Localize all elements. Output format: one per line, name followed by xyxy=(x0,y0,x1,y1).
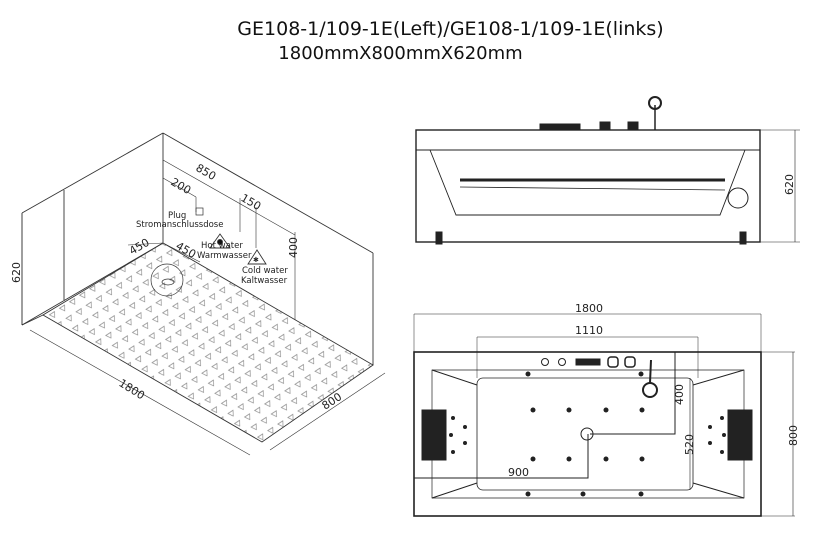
top-dim-900: 900 xyxy=(508,466,529,479)
plug-label: Plug xyxy=(168,211,186,221)
side-height-label: 620 xyxy=(783,174,796,195)
headrest-right xyxy=(727,409,753,461)
cold-water-label: Cold water xyxy=(242,266,288,276)
top-dim-520: 520 xyxy=(683,434,696,455)
top-width-label: 800 xyxy=(787,425,800,446)
top-view xyxy=(413,313,795,517)
side-view xyxy=(415,96,800,245)
iso-dim-400: 400 xyxy=(287,237,300,258)
headrest-left xyxy=(421,409,447,461)
top-length-label: 1800 xyxy=(575,302,603,315)
floor-area xyxy=(42,242,374,443)
jets xyxy=(449,371,726,497)
title-model: GE108-1/109-1E(Left)/GE108-1/109-1E(link… xyxy=(237,18,664,40)
top-inner-label: 1110 xyxy=(575,324,603,337)
cold-water-label-de: Kaltwasser xyxy=(241,276,288,286)
top-dim-400: 400 xyxy=(673,384,686,405)
iso-dim-850: 850 xyxy=(194,161,219,183)
pump-icon xyxy=(727,187,749,209)
plug-label-de: Stromanschlussdose xyxy=(136,220,223,230)
iso-length-label: 1800 xyxy=(116,377,147,403)
shower-head-icon xyxy=(642,382,658,398)
cold-water-icon: ✱ xyxy=(247,249,267,265)
title-dimensions: 1800mmX800mmX620mm xyxy=(278,43,523,64)
svg-text:✱: ✱ xyxy=(253,256,259,264)
hot-water-label-de: Warmwasser xyxy=(197,251,252,261)
hot-water-icon xyxy=(209,233,231,249)
shower-head-icon xyxy=(648,96,662,110)
iso-dim-200: 200 xyxy=(169,175,194,197)
drain-icon xyxy=(161,278,175,286)
drain-outline xyxy=(150,263,184,297)
isometric-view: ✱ xyxy=(21,132,386,456)
plug-socket-icon xyxy=(195,207,204,216)
drain-icon xyxy=(580,427,594,441)
hot-water-label: Hot water xyxy=(201,241,243,251)
iso-height-label: 620 xyxy=(10,262,23,283)
